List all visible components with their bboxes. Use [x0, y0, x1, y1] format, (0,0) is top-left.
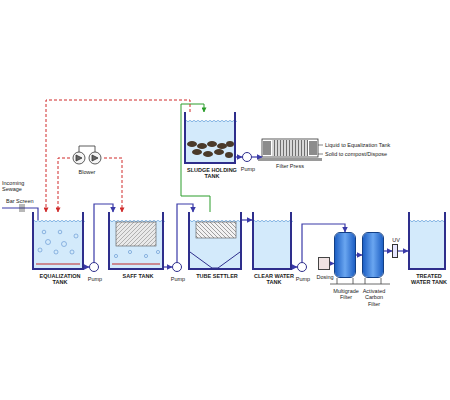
node-label: Activated Carbon Filter	[359, 288, 389, 307]
pipe-connector	[384, 250, 392, 251]
node-label: EQUALIZATION TANK	[34, 273, 86, 286]
equipment: UV	[392, 244, 398, 258]
water-surface	[189, 220, 241, 222]
note-label: Liquid to Equalization Tank	[325, 142, 415, 148]
pump-symbol: Pump	[297, 262, 307, 272]
node-label: Blower	[70, 169, 104, 175]
saff-media	[116, 222, 156, 246]
water	[185, 121, 235, 163]
tank: SLUDGE HOLDING TANK	[184, 112, 236, 164]
node-label: Pump	[85, 276, 105, 282]
settler-hopper	[190, 252, 240, 268]
pipe-connector	[46, 100, 190, 212]
diffuser-grid	[112, 264, 160, 265]
water	[109, 221, 163, 269]
node-label: Pump	[168, 276, 188, 282]
pipe-connector	[94, 204, 113, 262]
pipe-connector	[58, 158, 70, 212]
node-label: TUBE SETTLER	[190, 273, 244, 279]
sludge-blobs	[187, 141, 234, 158]
tank: EQUALIZATION TANK	[32, 212, 84, 270]
node-label: SAFF TANK	[110, 273, 166, 279]
equipment: Blower	[70, 150, 104, 166]
water	[253, 221, 291, 269]
note-label: Solid to compost/Dispose	[325, 151, 415, 157]
pipe-connector	[398, 250, 408, 251]
water	[33, 221, 83, 269]
node-label: UV	[389, 237, 403, 243]
pipe-connector	[164, 266, 172, 267]
water	[409, 221, 445, 269]
water-surface	[409, 220, 445, 222]
node-label: SLUDGE HOLDING TANK	[186, 167, 238, 180]
node-label: CLEAR WATER TANK	[254, 273, 294, 286]
water-surface	[185, 120, 237, 122]
pipe-connector	[242, 219, 252, 220]
equipment: Filter Press	[262, 138, 318, 160]
filter-vessel: Multigrade Filter	[334, 232, 356, 278]
pump-symbol: Pump	[89, 262, 99, 272]
bar-screen	[20, 204, 24, 212]
node-label: TREATED WATER TANK	[410, 273, 448, 286]
pump-symbol: Pump	[242, 152, 252, 162]
pump-symbol: Pump	[172, 262, 182, 272]
diffuser-grid	[36, 264, 80, 265]
pipe-connector	[177, 204, 193, 262]
note-label: Incoming Sewage	[2, 180, 32, 193]
tank: TUBE SETTLER	[188, 212, 242, 270]
filter-press	[258, 139, 323, 161]
filter-vessel	[335, 233, 355, 277]
node-label: Dosing	[313, 274, 337, 280]
pipe-connector	[252, 156, 262, 157]
node-label: Pump	[238, 166, 258, 172]
dosing-tank	[319, 258, 329, 269]
tank: SAFF TANK	[108, 212, 164, 270]
tank: CLEAR WATER TANK	[252, 212, 292, 270]
settler-plates	[196, 222, 236, 238]
vessel-legs	[330, 278, 390, 284]
water-surface	[33, 220, 85, 222]
water-surface	[109, 220, 165, 222]
filter-vessel	[363, 233, 383, 277]
equipment: Dosing	[318, 257, 330, 270]
node-label: Pump	[293, 276, 313, 282]
water-surface	[253, 220, 293, 222]
filter-vessel: Activated Carbon Filter	[362, 232, 384, 278]
water	[189, 221, 241, 269]
note-label: Bar Screen	[6, 198, 36, 204]
tank: TREATED WATER TANK	[408, 212, 446, 270]
node-label: Multigrade Filter	[331, 288, 361, 301]
node-label: Filter Press	[262, 163, 318, 169]
blower-symbol	[73, 146, 101, 164]
